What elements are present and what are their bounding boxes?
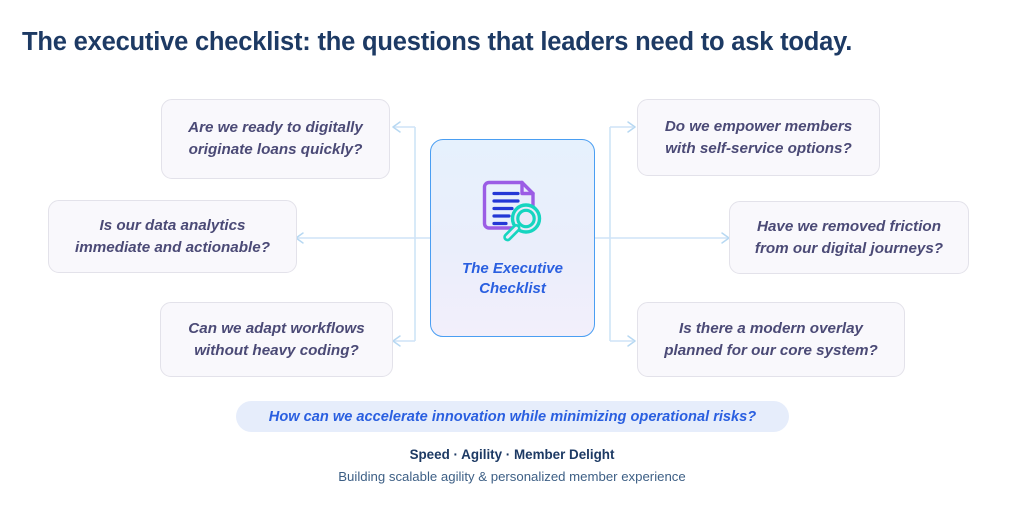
center-card-executive-checklist[interactable]: The Executive Checklist [430, 139, 595, 337]
question-line-1: Is our data analytics [99, 216, 246, 234]
question-text: Is our data analytics immediate and acti… [75, 215, 270, 258]
question-line-2: planned for our core system? [664, 341, 878, 359]
question-line-1: Can we adapt workflows [188, 319, 365, 337]
question-box-mid-left[interactable]: Is our data analytics immediate and acti… [48, 200, 297, 273]
question-box-top-right[interactable]: Do we empower members with self-service … [637, 99, 880, 176]
center-label-line-2: Checklist [479, 279, 546, 297]
question-line-2: with self-service options? [665, 139, 852, 157]
question-line-2: from our digital journeys? [754, 239, 944, 257]
question-box-mid-right[interactable]: Have we removed friction from our digita… [729, 201, 969, 274]
question-line-1: Do we empower members [664, 117, 853, 135]
question-text: Can we adapt workflows without heavy cod… [188, 318, 364, 361]
summary-question-pill[interactable]: How can we accelerate innovation while m… [236, 401, 789, 432]
question-line-1: Is there a modern overlay [678, 319, 863, 337]
question-text: Do we empower members with self-service … [665, 116, 852, 159]
subtitle-text: Building scalable agility & personalized… [338, 469, 686, 484]
center-card-label: The Executive Checklist [462, 259, 563, 298]
question-text: Is there a modern overlay planned for ou… [664, 318, 878, 361]
page-title: The executive checklist: the questions t… [22, 28, 853, 56]
question-line-2: immediate and actionable? [75, 238, 270, 256]
center-label-line-1: The Executive [462, 260, 563, 277]
question-line-2: originate loans quickly? [188, 141, 363, 158]
tagline-text: Speed · Agility · Member Delight [409, 447, 615, 462]
question-box-bottom-left[interactable]: Can we adapt workflows without heavy cod… [160, 302, 393, 377]
question-line-1: Have we removed friction [756, 217, 941, 235]
document-magnifier-icon [482, 180, 541, 242]
summary-question-text: How can we accelerate innovation while m… [268, 408, 757, 425]
question-box-top-left[interactable]: Are we ready to digitally originate loan… [161, 99, 390, 179]
question-text: Have we removed friction from our digita… [755, 216, 943, 259]
question-text: Are we ready to digitally originate loan… [188, 117, 363, 160]
question-line-1: Are we ready to digitally [188, 119, 363, 137]
question-box-bottom-right[interactable]: Is there a modern overlay planned for ou… [637, 302, 905, 377]
question-line-2: without heavy coding? [194, 341, 359, 359]
